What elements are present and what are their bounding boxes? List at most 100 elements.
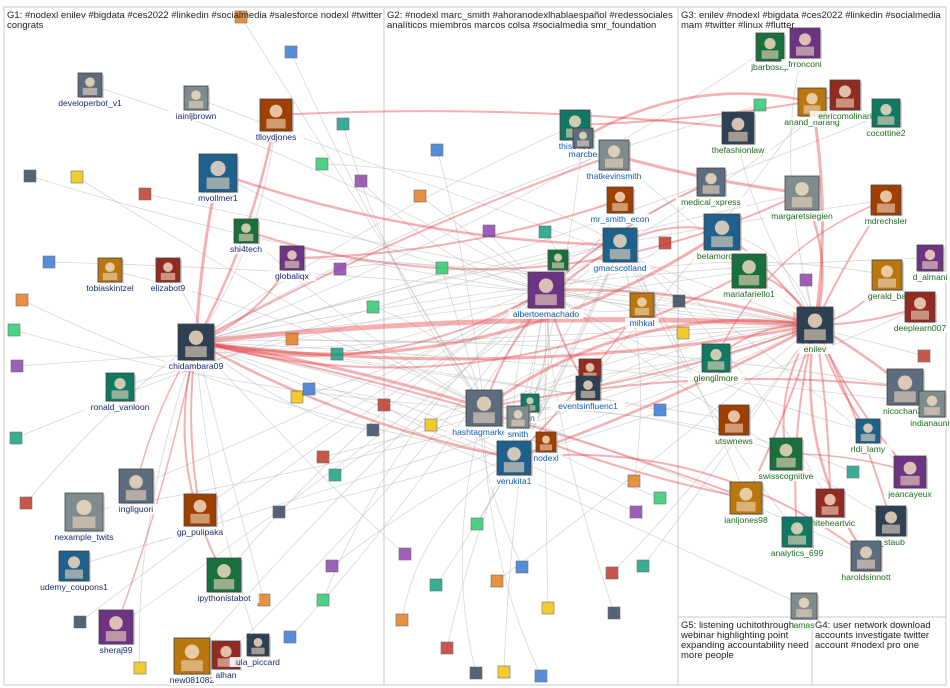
node-label: rldi_lamy bbox=[851, 444, 886, 454]
profile-thumb-icon bbox=[285, 46, 297, 58]
node-mr_smith_econ[interactable]: mr_smith_econ bbox=[587, 187, 653, 224]
node-swisscognitive[interactable]: swisscognitive bbox=[751, 438, 821, 481]
node-gerald_ba[interactable]: gerald_ba bbox=[863, 260, 910, 301]
person-icon bbox=[904, 462, 917, 475]
person-icon bbox=[710, 349, 721, 360]
node-udemy_coupons1[interactable]: udemy_coupons1 bbox=[39, 551, 109, 592]
person-icon bbox=[114, 378, 125, 389]
node-ipythonistabot[interactable]: ipythonistabot bbox=[189, 558, 259, 603]
profile-thumb-icon bbox=[637, 560, 649, 572]
profile-thumb-icon bbox=[608, 607, 620, 619]
profile-thumb-icon bbox=[317, 451, 329, 463]
profile-thumb-icon bbox=[430, 579, 442, 591]
person-icon bbox=[210, 161, 225, 176]
person-icon bbox=[880, 190, 892, 202]
node-label: gp_pulipaka bbox=[177, 527, 224, 537]
profile-thumb-icon bbox=[326, 560, 338, 572]
profile-thumb-icon bbox=[471, 518, 483, 530]
node-utswnews[interactable]: utswnews bbox=[713, 405, 756, 446]
profile-thumb-icon bbox=[630, 506, 642, 518]
person-icon bbox=[220, 646, 231, 657]
person-icon bbox=[85, 77, 95, 87]
node-gp_pulipaka[interactable]: gp_pulipaka bbox=[172, 494, 229, 537]
profile-thumb-icon bbox=[677, 327, 689, 339]
node-label: globaliqx bbox=[275, 271, 310, 281]
edge-red-ianljones98-nodexl bbox=[546, 442, 746, 498]
edge-red-mvollmer1-gmacscotland bbox=[218, 173, 620, 245]
profile-thumb-icon bbox=[331, 348, 343, 360]
node-label: medical_xpress bbox=[681, 197, 741, 207]
node-margaretsiegien[interactable]: margaretsiegien bbox=[765, 176, 840, 221]
profile-thumb-icon bbox=[539, 226, 551, 238]
node-rldi_lamy[interactable]: rldi_lamy bbox=[844, 419, 891, 454]
person-icon bbox=[740, 488, 753, 501]
person-icon bbox=[824, 494, 835, 505]
group-label-g1-line-0: G1: #nodexl enilev #bigdata #ces2022 #li… bbox=[7, 10, 382, 21]
profile-thumb-icon bbox=[431, 144, 443, 156]
node-label: mihkal bbox=[630, 318, 655, 328]
node-mvollmer1[interactable]: mvollmer1 bbox=[194, 154, 241, 203]
node-haroldsinnott[interactable]: haroldsinnott bbox=[833, 541, 899, 582]
profile-thumb-icon bbox=[273, 506, 285, 518]
node-label: analytics_699 bbox=[771, 548, 824, 558]
node-globaliqx[interactable]: globaliqx bbox=[268, 246, 315, 281]
person-icon bbox=[254, 638, 263, 647]
node-verukita1[interactable]: verukita1 bbox=[490, 441, 537, 486]
profile-thumb-icon bbox=[673, 295, 685, 307]
profile-thumb-icon bbox=[918, 350, 930, 362]
person-icon bbox=[129, 475, 143, 489]
node-ianljones98[interactable]: ianljones98 bbox=[718, 482, 775, 525]
group-label-g5-line-3: more people bbox=[681, 650, 734, 661]
person-icon bbox=[76, 500, 91, 515]
profile-thumb-icon bbox=[317, 594, 329, 606]
person-icon bbox=[217, 564, 231, 578]
profile-thumb-icon bbox=[16, 294, 28, 306]
node-enilev[interactable]: enilev bbox=[797, 307, 835, 354]
profile-thumb-icon bbox=[483, 225, 495, 237]
node-ianljbrown[interactable]: iainljbrown bbox=[168, 86, 225, 121]
node-ingliguori[interactable]: ingliguori bbox=[110, 469, 162, 514]
person-icon bbox=[477, 396, 491, 410]
profile-thumb-icon bbox=[396, 614, 408, 626]
person-icon bbox=[764, 38, 775, 49]
person-icon bbox=[799, 33, 811, 45]
node-new081082[interactable]: new081082 bbox=[168, 638, 215, 685]
node-label: deeplearn007 bbox=[894, 323, 947, 333]
node-label: mvollmer1 bbox=[198, 193, 238, 203]
node-label: ianljones98 bbox=[724, 515, 768, 525]
node-mihkal[interactable]: mihkal bbox=[625, 293, 659, 328]
profile-thumb-icon bbox=[139, 188, 151, 200]
node-label: elizabot9 bbox=[151, 283, 186, 293]
node-jeancayeux[interactable]: jeancayeux bbox=[884, 456, 936, 499]
node-mdrechsler[interactable]: mdrechsler bbox=[860, 185, 912, 226]
node-elizabot9[interactable]: elizabot9 bbox=[144, 258, 191, 293]
node-developerbot_v1[interactable]: developerbot_v1 bbox=[53, 73, 128, 108]
profile-thumb-icon bbox=[337, 118, 349, 130]
person-icon bbox=[554, 254, 562, 262]
profile-thumb-icon bbox=[24, 170, 36, 182]
node-nexample_twits[interactable]: nexample_twits bbox=[49, 493, 119, 542]
node-label: mdrechsler bbox=[865, 216, 908, 226]
person-icon bbox=[927, 396, 937, 406]
person-icon bbox=[715, 220, 729, 234]
node-label: udemy_coupons1 bbox=[40, 582, 108, 592]
profile-thumb-icon bbox=[291, 391, 303, 403]
group-label-g4-line-2: account #nodexl pro one bbox=[815, 640, 919, 651]
node-smith[interactable]: smith bbox=[504, 406, 533, 439]
node-label: glengilmore bbox=[694, 373, 739, 383]
node-ronald_vanloon[interactable]: ronald_vanloon bbox=[85, 373, 155, 412]
node-sheraj99[interactable]: sheraj99 bbox=[95, 610, 138, 655]
person-icon bbox=[728, 410, 740, 422]
node-frronconi[interactable]: frronconi bbox=[781, 28, 828, 69]
person-icon bbox=[189, 330, 203, 344]
node-label: mariafariello1 bbox=[723, 289, 775, 299]
person-icon bbox=[579, 132, 587, 140]
node-label: utswnews bbox=[715, 436, 753, 446]
node-d_almani[interactable]: d_almani bbox=[909, 245, 950, 282]
profile-thumb-icon bbox=[71, 171, 83, 183]
person-icon bbox=[795, 182, 809, 196]
profile-thumb-icon bbox=[399, 548, 411, 560]
profile-thumb-icon bbox=[20, 497, 32, 509]
profile-thumb-icon bbox=[286, 333, 298, 345]
profile-thumb-icon bbox=[316, 158, 328, 170]
